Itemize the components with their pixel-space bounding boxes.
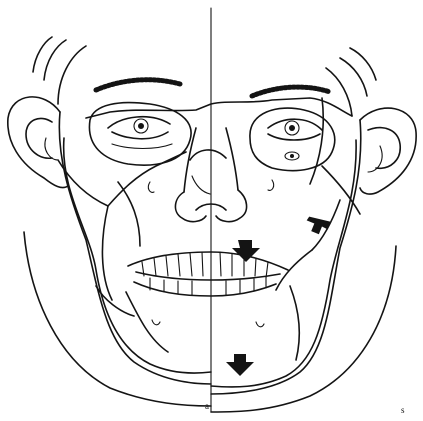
chin-mark-left: [152, 320, 160, 325]
face-contour: [59, 112, 360, 394]
hair-lines: [33, 37, 376, 116]
midline-label: a: [205, 402, 209, 411]
teeth: [128, 252, 288, 296]
corner-label: s: [401, 406, 405, 415]
left-cheek-mark: [148, 182, 154, 192]
left-eye: [89, 103, 191, 166]
left-eyebrow: [96, 80, 180, 90]
arrow-chin: [226, 354, 254, 376]
arrow-cheek: [305, 216, 331, 235]
right-ear: [360, 108, 416, 194]
right-cheek-mark: [268, 180, 274, 190]
chin-mark-right: [256, 322, 264, 327]
neck-contour: [24, 232, 396, 412]
right-eyebrow: [252, 87, 330, 96]
left-ear: [8, 97, 68, 188]
